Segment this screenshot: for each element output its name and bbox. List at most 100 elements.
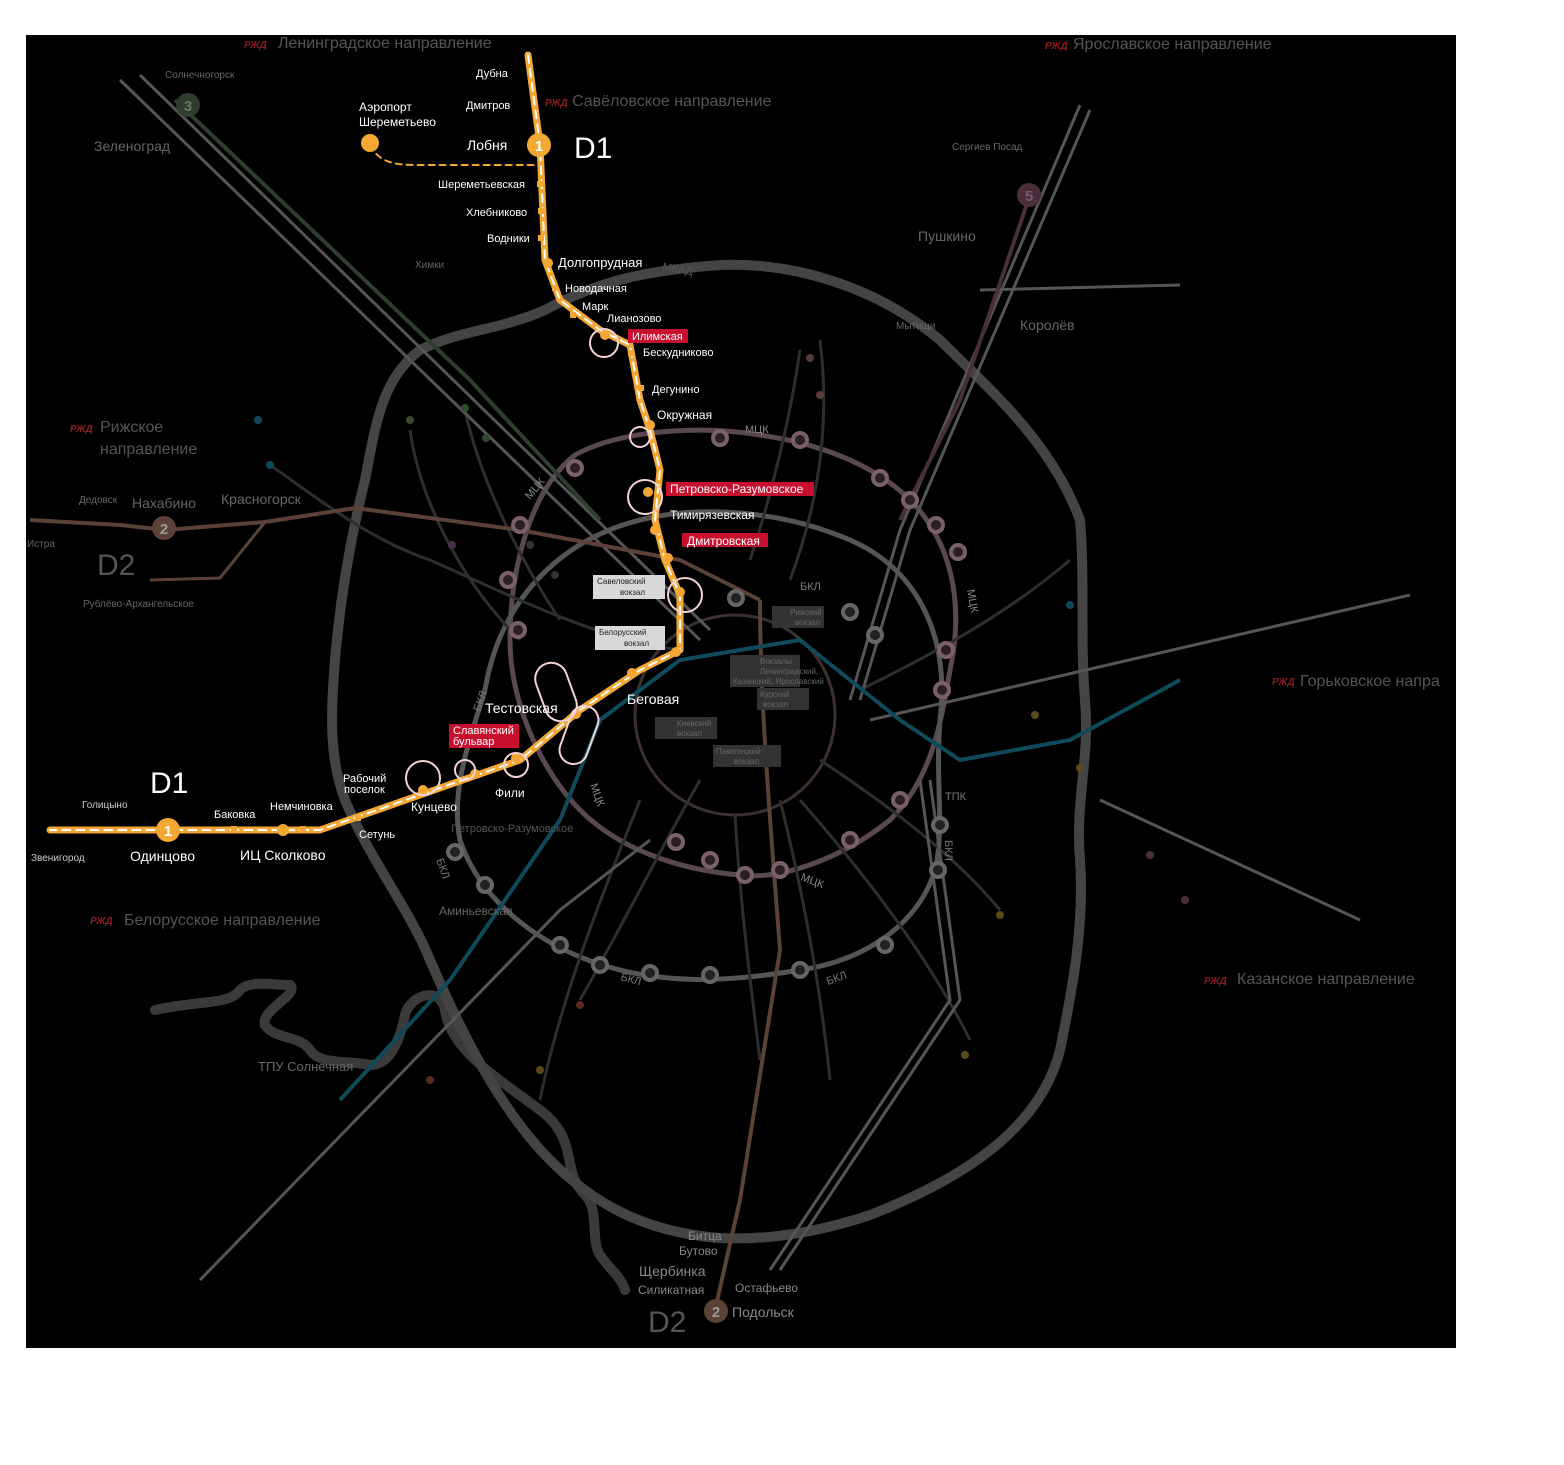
station-kuntsevo[interactable] [418, 785, 428, 795]
station-nemchinovka[interactable] [300, 826, 306, 832]
rzd-icon: РЖД [1204, 976, 1227, 987]
ring-label: МЦК [745, 424, 769, 436]
station-label: Илимская [632, 331, 683, 343]
station-begovaya[interactable] [627, 668, 637, 678]
map-canvas[interactable]: 1 1 2 2 3 5 РЖД РЖД РЖД [26, 35, 1456, 1348]
bkl-ring [454, 509, 945, 982]
terminal-label: Киевский [677, 719, 711, 728]
rzd-icon: РЖД [244, 40, 267, 51]
town-labels: Солнечногорск Зеленоград Химки Сергиев П… [27, 70, 1075, 1320]
town-label: Дедовск [79, 495, 118, 506]
town-label: Рублёво-Архангельское [83, 598, 194, 610]
station-label: Фили [495, 786, 525, 800]
mcc-stations [499, 429, 967, 884]
ring-label: МЦК [964, 588, 980, 614]
ring-label: ТПК [945, 791, 967, 803]
terminal-label: Савеловский [597, 577, 645, 586]
station-label: Водники [487, 233, 530, 245]
station-beskudnikovo[interactable] [628, 350, 634, 356]
station-khlebnikovo[interactable] [538, 208, 544, 214]
station-savelovsky[interactable] [675, 587, 685, 597]
station-mark[interactable] [570, 312, 576, 318]
d2-badge-west[interactable]: 2 [152, 516, 176, 540]
bkl-stations [446, 589, 949, 984]
dir-leningrad: Ленинградское направление [278, 35, 492, 52]
station-label: Лобня [467, 137, 507, 153]
metro-dots [254, 354, 1189, 1084]
station-label: Бескудниково [643, 347, 713, 359]
town-label: Королёв [1020, 317, 1075, 333]
d5-badge-num: 5 [1025, 188, 1033, 205]
d2-badge-num: 2 [712, 1304, 720, 1321]
town-label: Битца [688, 1229, 722, 1243]
town-label: Химки [415, 260, 444, 271]
ttk-ring [507, 427, 959, 879]
town-label: Мытищи [896, 321, 936, 332]
d1-label-west: D1 [150, 767, 188, 800]
ring-label: МКАД [661, 261, 694, 278]
station-airport[interactable] [361, 134, 379, 152]
station-label: бульвар [453, 736, 494, 748]
town-label: Щербинка [639, 1263, 706, 1279]
d3-badge[interactable]: 3 [176, 93, 200, 117]
metro-lines-dim [269, 339, 1071, 1101]
d1-west-labels: Тестовская Беговая Славянский бульвар Фи… [130, 691, 679, 864]
station-timiryazevskaya[interactable] [650, 525, 660, 535]
d1-stations[interactable] [231, 134, 685, 836]
d1-badge-num: 1 [535, 138, 543, 155]
d1-label-north: D1 [574, 132, 612, 165]
d3-badge-num: 3 [184, 98, 192, 115]
station-fili[interactable] [511, 753, 521, 763]
town-label: Истра [27, 539, 55, 550]
d2-label-south: D2 [648, 1306, 686, 1339]
station-vodniki[interactable] [538, 235, 544, 241]
station-label: Рабочий [343, 773, 386, 785]
d5-badge[interactable]: 5 [1017, 183, 1041, 207]
station-skolkovo[interactable] [277, 824, 289, 836]
d2-badge-num: 2 [160, 521, 168, 538]
station-sheremetyevskaya[interactable] [537, 181, 543, 187]
station-label: Одинцово [130, 848, 195, 864]
d1-badge-north[interactable]: 1 [527, 133, 551, 157]
station-label: Тимирязевская [670, 508, 754, 522]
terminal-label: Павелецкий [716, 747, 761, 756]
town-label: Звенигород [31, 853, 85, 864]
station-label: Сетунь [359, 829, 395, 841]
terminal-label: вокзал [677, 729, 702, 738]
town-label: Сергиев Посад [952, 142, 1023, 153]
terminal-labels: Савеловский вокзал Белорусский вокзал Ри… [597, 577, 824, 766]
ring-label: БКЛ [800, 581, 821, 593]
town-label: Остафьево [735, 1281, 798, 1295]
station-label: Дмитров [466, 100, 510, 112]
station-lianozovo[interactable] [600, 330, 610, 340]
station-label: ИЦ Сколково [240, 847, 326, 863]
rzd-icon: РЖД [90, 916, 113, 927]
dir-kazan: Казанское направление [1237, 971, 1415, 988]
teal-line [338, 637, 1181, 1102]
station-setun[interactable] [355, 815, 361, 821]
station-degunino[interactable] [638, 385, 644, 391]
station-dolgoprudnaya[interactable] [543, 258, 553, 268]
d1-badge-west[interactable]: 1 [156, 818, 180, 842]
station-label: Окружная [657, 408, 712, 422]
station-petrovsko[interactable] [643, 487, 653, 497]
d5-line [898, 194, 1032, 521]
d2-badge-south[interactable]: 2 [704, 1299, 728, 1323]
d1-north-labels: Дубна Дмитров Аэропорт Шереметьево Лобня… [359, 68, 804, 548]
station-novodachnaya[interactable] [552, 285, 558, 291]
station-bakovka[interactable] [231, 826, 237, 832]
station-label: Дмитровская [687, 534, 760, 548]
town-label: Петровско-Разумовское [451, 823, 573, 835]
station-label: Лианозово [607, 313, 661, 325]
station-label: Марк [582, 301, 609, 313]
station-belorussky[interactable] [671, 647, 681, 657]
terminal-boxes [593, 575, 824, 767]
station-okruzhnaya[interactable] [645, 420, 655, 430]
terminal-label: вокзал [620, 588, 645, 597]
ring-labels: МКАД МЦК МЦК БКЛ БКЛ ТПК БКЛ МЦК БКЛ БКЛ… [433, 261, 980, 988]
terminal-label: Вокзалы [760, 657, 792, 666]
town-label: ТПУ Солнечная [258, 1059, 353, 1074]
terminal-label: Белорусский [599, 628, 646, 637]
station-dmitrovskaya[interactable] [663, 553, 673, 563]
town-label: Пушкино [918, 228, 976, 244]
